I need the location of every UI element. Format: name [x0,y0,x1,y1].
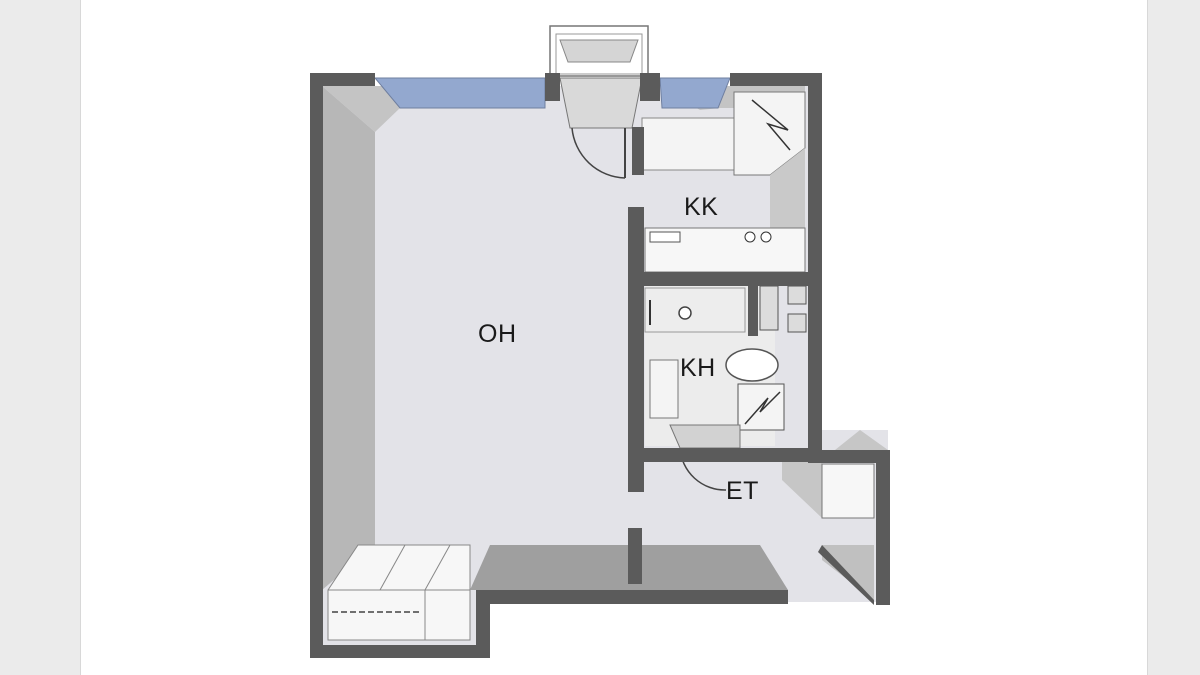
sink [649,231,681,243]
wall-bevel-left [322,86,375,590]
storage-div-1 [379,544,406,591]
right-gutter [1147,0,1200,675]
shaft-2 [787,285,807,305]
kitchen-side-wall [770,148,805,240]
washer-zigzag [744,391,781,425]
walls [310,73,890,658]
storage-div-2 [424,544,451,591]
stove-burner-2 [760,231,772,243]
entry-wardrobe [821,463,875,519]
window-left [373,77,546,109]
room-label-kh: KH [680,354,716,382]
bathroom-sink [649,359,679,419]
door-frame-top [559,77,643,129]
shaft-1 [759,285,779,331]
bathroom-threshold [669,424,741,449]
toilet [725,348,779,382]
balcony-step [559,39,639,63]
shower-drain [678,306,692,320]
shaft-3 [787,313,807,333]
storage-cabinets [327,544,471,641]
door-swing-top [571,127,626,179]
left-gutter [0,0,81,675]
room-label-et: ET [726,477,759,505]
room-label-oh: OH [478,320,517,348]
upper-cabinet [641,117,735,171]
window-right [659,77,731,109]
room-label-kk: KK [684,193,719,221]
fridge-zigzag [751,99,791,151]
stove-burner-1 [744,231,756,243]
entry-door-wall [818,545,874,605]
shower-area [644,287,746,333]
